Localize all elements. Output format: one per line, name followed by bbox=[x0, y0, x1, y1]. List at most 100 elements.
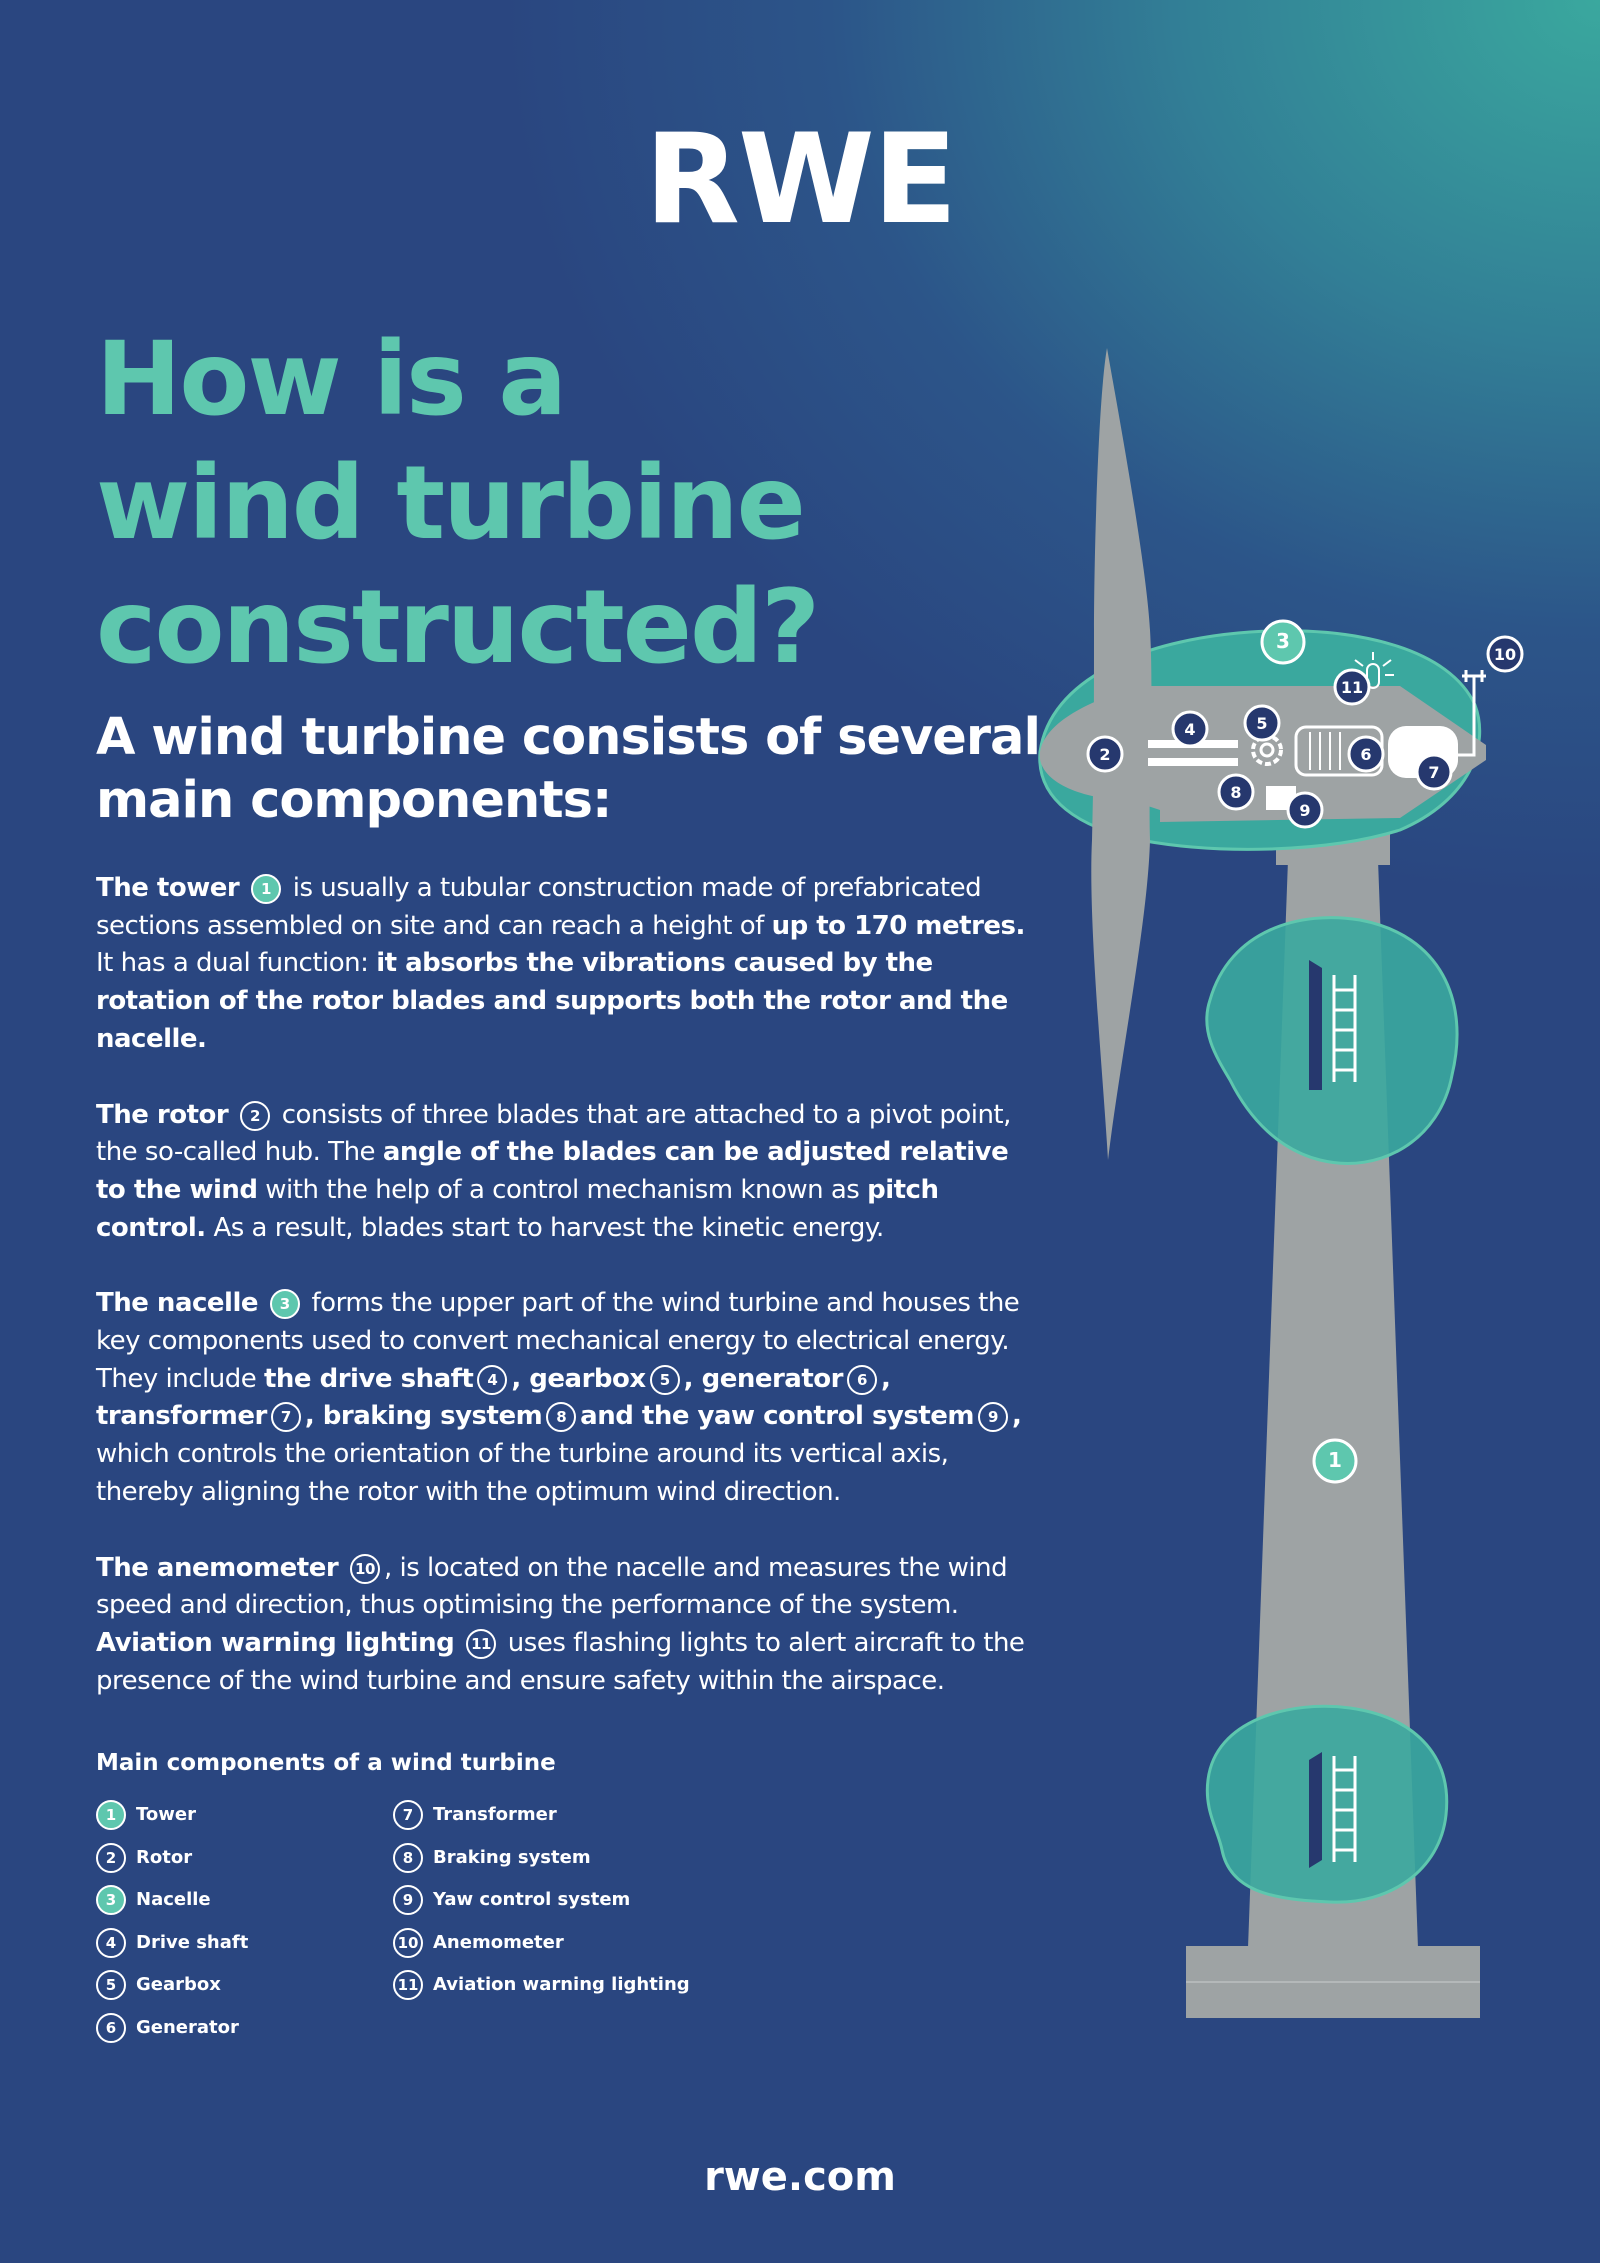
nacelle-text-1: forms the upper part of the wind turbine… bbox=[96, 1288, 1020, 1394]
diagram-marker-label: 2 bbox=[1099, 745, 1110, 764]
anemometer-mast bbox=[1458, 670, 1486, 757]
legend-number-badge: 4 bbox=[96, 1927, 126, 1958]
tower-bold-2: it absorbs the vibrations caused by the … bbox=[96, 948, 1008, 1054]
legend-label: Anemometer bbox=[433, 1931, 564, 1953]
rotor-title: The rotor bbox=[96, 1099, 229, 1130]
paragraph-anemometer: The anemometer 10, is located on the nac… bbox=[96, 1550, 1036, 1701]
diagram-marker-7: 7 bbox=[1415, 753, 1453, 791]
title-line-2: wind turbine bbox=[96, 444, 806, 563]
legend-number-badge: 7 bbox=[393, 1800, 423, 1830]
marker-1: 1 bbox=[250, 874, 281, 904]
nacelle-gearbox: , gearbox bbox=[511, 1363, 646, 1394]
anemometer-text-1: , is located on the nacelle and measures… bbox=[96, 1552, 1008, 1621]
rotor-text-3: As a result, blades start to harvest the… bbox=[205, 1212, 884, 1243]
rwe-logo: RWE bbox=[644, 108, 958, 252]
marker-4: 4 bbox=[477, 1364, 508, 1395]
aviation-title: Aviation warning lighting bbox=[96, 1627, 455, 1658]
diagram-marker-label: 3 bbox=[1276, 629, 1290, 653]
legend-label: Yaw control system bbox=[433, 1889, 631, 1910]
legend-label: Rotor bbox=[136, 1846, 193, 1868]
lower-access-blob bbox=[1205, 1704, 1449, 1904]
legend-column-2: 7 Transformer 8 Braking system 9 Yaw control … bbox=[393, 1800, 690, 2013]
tower-title: The tower bbox=[96, 873, 240, 903]
lower-ladder bbox=[1332, 1756, 1357, 1862]
diagram-marker-6: 6 bbox=[1347, 735, 1385, 773]
footer-url[interactable]: rwe.com bbox=[704, 2154, 896, 2200]
legend-label: Nacelle bbox=[136, 1889, 211, 1910]
paragraph-rotor: The rotor 2 consists of three blades tha… bbox=[96, 1097, 1036, 1248]
marker-3: 3 bbox=[269, 1289, 300, 1320]
nacelle-transformer: transformer bbox=[96, 1401, 267, 1432]
legend-label: Transformer bbox=[433, 1804, 557, 1825]
title-line-1: How is a bbox=[96, 320, 567, 439]
legend-item: 7 Transformer bbox=[393, 1800, 690, 1843]
aviation-text: uses flashing lights to alert aircraft t… bbox=[96, 1627, 1025, 1696]
marker-10: 10 bbox=[349, 1553, 380, 1584]
diagram-marker-label: 6 bbox=[1360, 745, 1371, 764]
diagram-marker-2: 2 bbox=[1086, 735, 1124, 773]
diagram-marker-3: 3 bbox=[1260, 619, 1306, 665]
marker-6: 6 bbox=[846, 1364, 877, 1395]
legend-label: Tower bbox=[136, 1804, 196, 1825]
upper-door bbox=[1309, 960, 1322, 1090]
nacelle-yaw: and the yaw control system bbox=[580, 1401, 974, 1432]
legend-number-badge: 11 bbox=[393, 1970, 423, 2000]
diagram-marker-label: 8 bbox=[1230, 783, 1241, 802]
diagram-marker-11: 11 bbox=[1333, 668, 1371, 706]
nacelle-drive-shaft: the drive shaft bbox=[263, 1363, 474, 1394]
legend-label: Generator bbox=[136, 2016, 239, 2038]
rotor-bold-1: angle of the blades can be adjusted rela… bbox=[96, 1137, 1009, 1205]
legend-label: Aviation warning lighting bbox=[433, 1974, 690, 1995]
tower-bold-1: up to 170 metres. bbox=[771, 910, 1026, 941]
legend-number-badge: 9 bbox=[393, 1885, 423, 1915]
subheading: A wind turbine consists of several main … bbox=[96, 708, 1041, 830]
legend-item: 1 Tower bbox=[96, 1800, 248, 1843]
diagram-marker-label: 9 bbox=[1299, 801, 1310, 820]
nacelle-comma-1: , bbox=[880, 1363, 891, 1394]
marker-9: 9 bbox=[978, 1402, 1008, 1433]
nacelle-comma-2: , bbox=[1012, 1401, 1022, 1432]
wind-turbine-diagram: 1 2 3 4 5 6 7 8 9 10 11 bbox=[1038, 348, 1524, 2018]
legend-number-badge: 3 bbox=[96, 1885, 126, 1915]
marker-5: 5 bbox=[649, 1364, 680, 1395]
diagram-marker-10: 10 bbox=[1486, 635, 1524, 673]
legend-item: 11 Aviation warning lighting bbox=[393, 1970, 690, 2013]
legend-label: Drive shaft bbox=[136, 1931, 249, 1953]
diagram-marker-label: 5 bbox=[1256, 714, 1267, 733]
diagram-marker-label: 7 bbox=[1428, 763, 1439, 782]
rotor-text-1: consists of three blades that are attach… bbox=[96, 1099, 1011, 1168]
legend-item: 2 Rotor bbox=[96, 1842, 248, 1886]
lower-door bbox=[1309, 1752, 1322, 1868]
diagram-marker-label: 10 bbox=[1494, 645, 1516, 664]
tower-text-2: It has a dual function: bbox=[96, 948, 377, 979]
legend-number-badge: 8 bbox=[393, 1842, 423, 1873]
marker-7: 7 bbox=[270, 1402, 301, 1433]
legend-number-badge: 2 bbox=[96, 1842, 126, 1873]
legend-number-badge: 6 bbox=[96, 2012, 126, 2043]
upper-access-blob bbox=[1205, 916, 1459, 1165]
legend-item: 6 Generator bbox=[96, 2012, 248, 2056]
nacelle-text-2: which controls the orientation of the tu… bbox=[96, 1439, 949, 1507]
body-text: The tower 1 is usually a tubular constru… bbox=[96, 870, 1036, 1738]
diagram-marker-label: 11 bbox=[1341, 678, 1363, 697]
diagram-marker-4: 4 bbox=[1171, 710, 1209, 748]
title-line-3: constructed? bbox=[96, 568, 820, 687]
upper-ladder bbox=[1332, 975, 1357, 1082]
diagram-marker-1: 1 bbox=[1312, 1438, 1358, 1484]
marker-2: 2 bbox=[240, 1100, 270, 1131]
rotor-text-2: with the help of a control mechanism kno… bbox=[257, 1174, 868, 1205]
tower-text-1: is usually a tubular construction made o… bbox=[96, 873, 982, 941]
nacelle-generator: , generator bbox=[683, 1363, 844, 1394]
legend-item: 9 Yaw control system bbox=[393, 1885, 690, 1928]
legend-item: 3 Nacelle bbox=[96, 1885, 248, 1928]
legend-item: 4 Drive shaft bbox=[96, 1927, 249, 1971]
legend-title: Main components of a wind turbine bbox=[96, 1750, 556, 1776]
legend-number-badge: 1 bbox=[96, 1800, 126, 1830]
legend-item: 8 Braking system bbox=[393, 1842, 690, 1886]
anemometer-title: The anemometer bbox=[96, 1552, 339, 1583]
page-title: How is a wind turbine constructed? bbox=[96, 318, 820, 690]
legend-label: Braking system bbox=[433, 1846, 591, 1868]
paragraph-tower: The tower 1 is usually a tubular constru… bbox=[96, 870, 1036, 1059]
